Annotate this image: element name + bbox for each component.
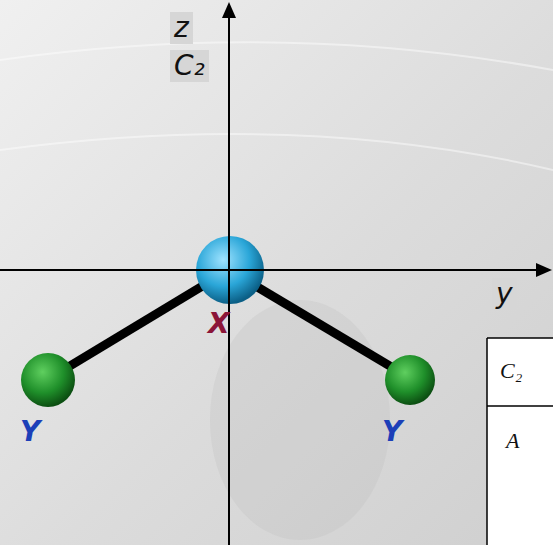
z-axis (228, 14, 230, 545)
axis-label: z (170, 12, 193, 44)
atom-y (21, 353, 75, 407)
y-axis (0, 269, 540, 271)
axis-arrowhead (222, 2, 236, 18)
table-rule (487, 405, 553, 407)
table-cell: C₂ (500, 360, 522, 382)
axis-label: y (492, 278, 517, 310)
axis-arrowhead (536, 263, 552, 277)
table-rule (486, 338, 488, 545)
atom-x (196, 236, 264, 304)
atom-label: Y (382, 418, 402, 446)
watermark-figure (210, 300, 390, 540)
table-rule (487, 337, 553, 339)
background-arcs (0, 42, 553, 170)
atom-y (385, 355, 435, 405)
symmetry-label: C₂ (170, 50, 209, 82)
atom-label: Y (20, 418, 40, 446)
table-cell: A (506, 430, 519, 452)
y-axis (196, 269, 264, 271)
character-table (487, 338, 553, 545)
atom-label: X (208, 310, 230, 338)
